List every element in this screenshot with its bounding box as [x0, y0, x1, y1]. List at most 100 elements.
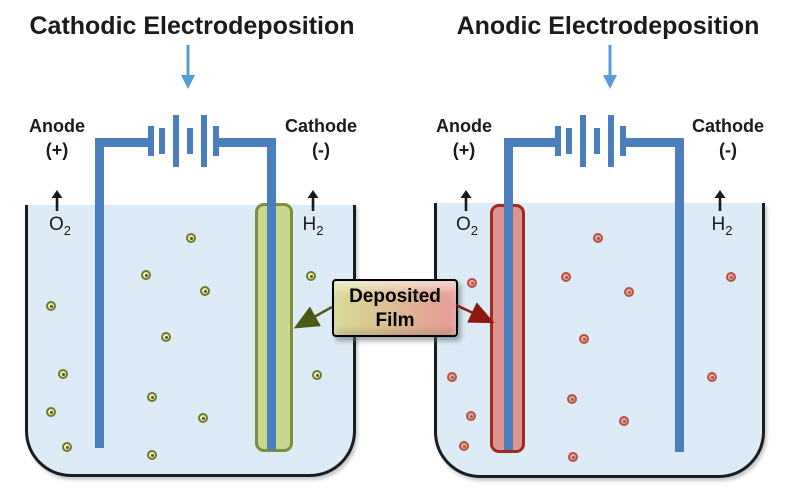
- suspended-particle: [567, 394, 577, 404]
- particle-core: [462, 444, 466, 448]
- battery-cell-bar: [173, 115, 179, 167]
- suspended-particle: [306, 271, 316, 281]
- gas-subscript: 2: [63, 222, 71, 238]
- battery-cell-bar: [580, 115, 586, 167]
- suspended-particle: [141, 270, 151, 280]
- suspended-particle: [619, 416, 629, 426]
- cathode-sign: (-): [719, 140, 737, 160]
- suspended-particle: [161, 332, 171, 342]
- gas-subscript: 2: [316, 222, 324, 238]
- particle-core: [150, 453, 154, 457]
- particle-core: [564, 275, 568, 279]
- up-arrow-icon: [307, 190, 319, 211]
- battery-cell-bar: [187, 128, 193, 154]
- up-arrow-icon: [714, 190, 726, 211]
- wire-horizontal: [95, 138, 151, 147]
- battery-icon: [555, 115, 626, 167]
- particle-core: [203, 289, 207, 293]
- suspended-particle: [62, 442, 72, 452]
- particle-core: [65, 445, 69, 449]
- particle-core: [150, 395, 154, 399]
- suspended-particle: [726, 272, 736, 282]
- gas-symbol: H: [711, 214, 726, 235]
- battery-cell-bar: [594, 128, 600, 154]
- h2-label: H2: [698, 214, 746, 238]
- film-label-line1: Deposited: [349, 286, 441, 307]
- particle-core: [571, 455, 575, 459]
- battery-cell-bar: [201, 115, 207, 167]
- particle-core: [710, 375, 714, 379]
- gas-subscript: 2: [725, 222, 733, 238]
- suspended-particle: [467, 278, 477, 288]
- suspended-particle: [46, 301, 56, 311]
- particle-core: [450, 375, 454, 379]
- anode-sign: (+): [452, 140, 476, 160]
- particle-core: [627, 290, 631, 294]
- cathode-label: Cathode (-): [273, 114, 369, 162]
- battery-cell-bar: [148, 126, 154, 156]
- wire-horizontal: [217, 138, 276, 147]
- particle-core: [49, 304, 53, 308]
- right-diagram-title: Anodic Electrodeposition: [456, 12, 760, 40]
- suspended-particle: [707, 372, 717, 382]
- suspended-particle: [58, 369, 68, 379]
- film-label-line2: Film: [375, 310, 415, 331]
- suspended-particle: [561, 272, 571, 282]
- particle-core: [61, 372, 65, 376]
- particle-core: [469, 414, 473, 418]
- battery-icon: [148, 115, 219, 167]
- battery-cell-bar: [159, 128, 165, 154]
- battery-cell-bar: [566, 128, 572, 154]
- battery-cell-bar: [213, 126, 219, 156]
- o2-label: O2: [36, 214, 84, 238]
- anode-label: Anode (+): [9, 114, 105, 162]
- anode-name: Anode: [29, 116, 85, 136]
- up-arrow-icon: [51, 190, 63, 211]
- up-arrow-icon: [460, 190, 472, 211]
- particle-core: [622, 419, 626, 423]
- left-beaker: [25, 205, 356, 477]
- particle-core: [144, 273, 148, 277]
- anode-label: Anode (+): [416, 114, 512, 162]
- particle-core: [596, 236, 600, 240]
- gas-subscript: 2: [470, 222, 478, 238]
- cathode-name: Cathode: [692, 116, 764, 136]
- battery-cell-bar: [555, 126, 561, 156]
- particle-core: [201, 416, 205, 420]
- particle-core: [582, 337, 586, 341]
- gas-symbol: O: [48, 214, 64, 235]
- particle-core: [49, 410, 53, 414]
- anode-electrode: [504, 138, 513, 450]
- particle-core: [309, 274, 313, 278]
- particle-core: [729, 275, 733, 279]
- right-beaker: [434, 203, 765, 478]
- suspended-particle: [568, 452, 578, 462]
- particle-core: [164, 335, 168, 339]
- down-arrow-icon: [603, 45, 617, 89]
- left-diagram-title: Cathodic Electrodeposition: [29, 12, 355, 40]
- cathode-sign: (-): [312, 140, 330, 160]
- h2-label: H2: [289, 214, 337, 238]
- cathode-electrode: [267, 138, 276, 450]
- wire-horizontal: [504, 138, 558, 147]
- suspended-particle: [200, 286, 210, 296]
- battery-cell-bar: [608, 115, 614, 167]
- cathode-name: Cathode: [285, 116, 357, 136]
- gas-symbol: H: [302, 214, 317, 235]
- battery-cell-bar: [620, 126, 626, 156]
- o2-label: O2: [443, 214, 491, 238]
- suspended-particle: [198, 413, 208, 423]
- suspended-particle: [147, 392, 157, 402]
- cathode-label: Cathode (-): [680, 114, 776, 162]
- anode-sign: (+): [45, 140, 69, 160]
- film-pointer-right-icon: [455, 302, 495, 324]
- particle-core: [189, 236, 193, 240]
- gas-symbol: O: [455, 214, 471, 235]
- suspended-particle: [147, 450, 157, 460]
- cathode-electrode: [675, 138, 684, 452]
- suspended-particle: [447, 372, 457, 382]
- particle-core: [315, 373, 319, 377]
- anode-name: Anode: [436, 116, 492, 136]
- particle-core: [470, 281, 474, 285]
